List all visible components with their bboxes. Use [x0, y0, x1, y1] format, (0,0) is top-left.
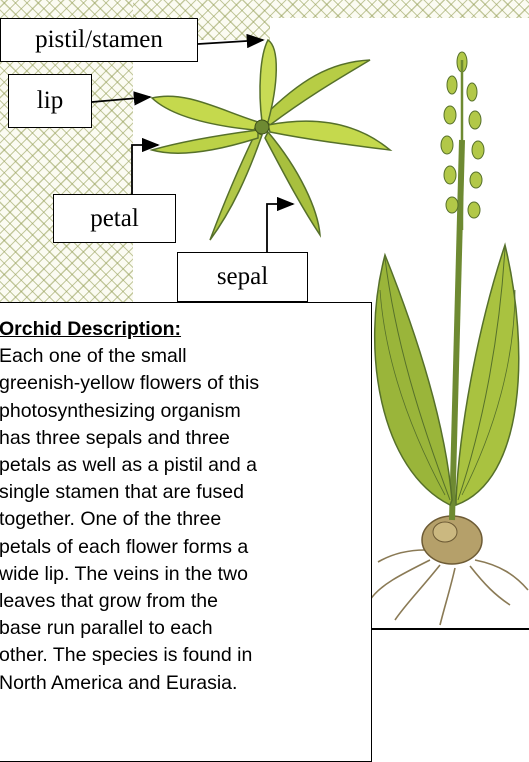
description-line: leaves that grow from the	[0, 588, 367, 615]
whole-plant-drawing	[370, 52, 528, 625]
description-line: together. One of the three	[0, 506, 367, 533]
description-line: petals of each flower forms a	[0, 534, 367, 561]
description-line: single stamen that are fused	[0, 479, 367, 506]
label-pistil-stamen: pistil/stamen	[0, 18, 198, 62]
description-line: petals as well as a pistil and a	[0, 452, 367, 479]
label-petal: petal	[53, 194, 176, 243]
enlarged-flower-drawing	[152, 40, 390, 240]
plant-leaf-right	[456, 245, 519, 505]
description-box: Orchid Description: Each one of the smal…	[0, 302, 372, 762]
description-line: base run parallel to each	[0, 615, 367, 642]
description-line: North America and Eurasia.	[0, 670, 367, 697]
arrow-lip	[92, 97, 150, 102]
description-line: Each one of the small	[0, 343, 367, 370]
arrow-pistil	[198, 40, 263, 44]
arrow-sepal	[267, 204, 293, 252]
description-line: photosynthesizing organism	[0, 398, 367, 425]
label-lip: lip	[8, 74, 92, 128]
description-line: wide lip. The veins in the two	[0, 561, 367, 588]
description-title: Orchid Description:	[0, 316, 367, 343]
label-sepal: sepal	[177, 252, 308, 302]
divider-line	[372, 628, 529, 630]
description-line: greenish-yellow flowers of this	[0, 370, 367, 397]
plant-leaf-left	[375, 255, 452, 505]
description-line: other. The species is found in	[0, 642, 367, 669]
arrow-petal	[132, 145, 158, 194]
description-line: has three sepals and three	[0, 425, 367, 452]
